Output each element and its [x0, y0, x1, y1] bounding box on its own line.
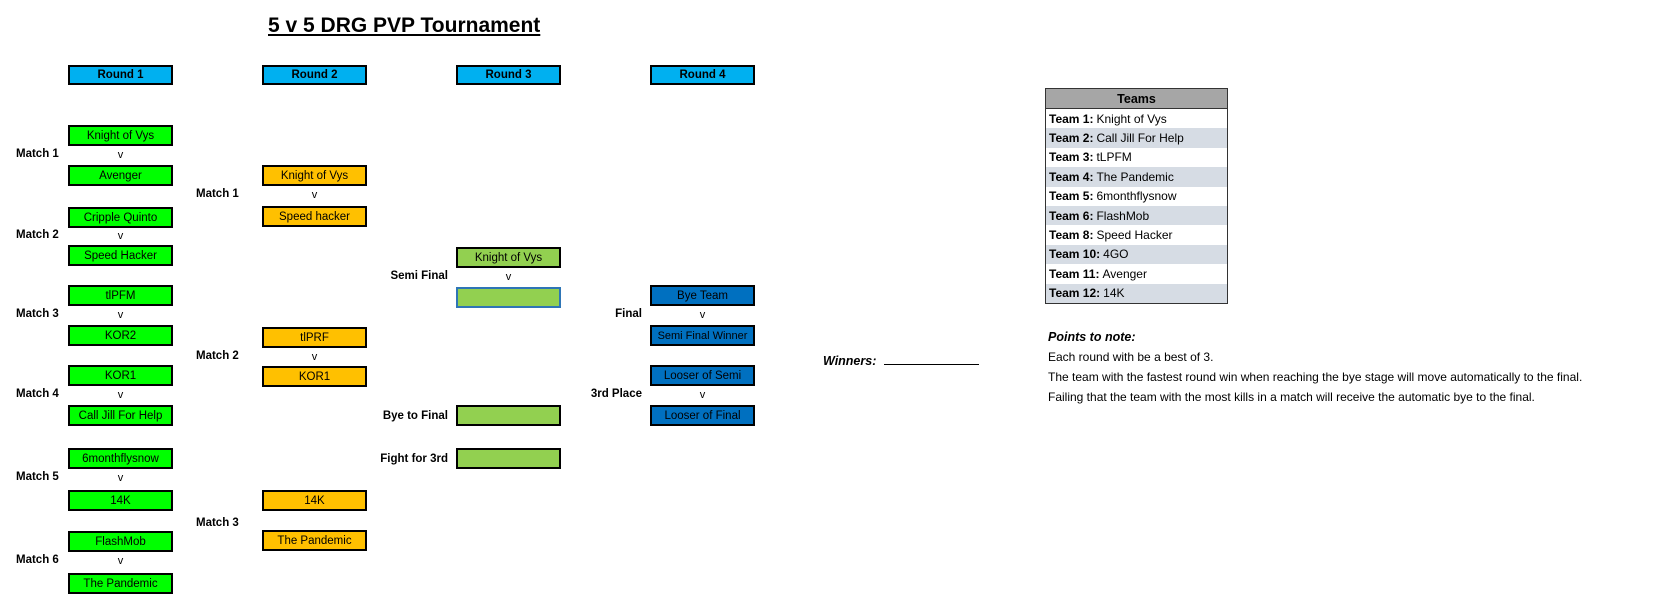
r2-match3-bottom-cell[interactable]: The Pandemic	[262, 530, 367, 551]
round-1-header[interactable]: Round 1	[68, 65, 173, 85]
r1-match4-vs: v	[117, 389, 124, 401]
r1-match6-top-cell[interactable]: FlashMob	[68, 531, 173, 552]
r1-match1-label: Match 1	[16, 148, 59, 160]
r1-match6-vs: v	[117, 555, 124, 567]
r1-match6-label: Match 6	[16, 554, 59, 566]
r1-match3-label: Match 3	[16, 308, 59, 320]
third-place-vs: v	[699, 389, 706, 401]
notes-heading: Points to note:	[1048, 330, 1136, 344]
teams-table: Teams Team 1:Knight of Vys Team 2:Call J…	[1045, 88, 1228, 304]
third-place-label: 3rd Place	[590, 388, 642, 400]
round-2-header[interactable]: Round 2	[262, 65, 367, 85]
r1-match5-top-cell[interactable]: 6monthflysnow	[68, 448, 173, 469]
r1-match4-top-cell[interactable]: KOR1	[68, 365, 173, 386]
team-row-1[interactable]: Team 1:Knight of Vys	[1049, 111, 1167, 126]
fight-for-3rd-label: Fight for 3rd	[380, 453, 448, 465]
team-row-2[interactable]: Team 2:Call Jill For Help	[1046, 128, 1227, 148]
r1-match1-top-cell[interactable]: Knight of Vys	[68, 125, 173, 146]
winners-blank-line	[884, 351, 980, 365]
bye-to-final-cell[interactable]	[456, 405, 561, 426]
r2-match2-label: Match 2	[196, 350, 239, 362]
team-row-5[interactable]: Team 5:6monthflysnow	[1049, 189, 1177, 204]
r1-match3-top-cell[interactable]: tlPFM	[68, 285, 173, 306]
r2-match1-label: Match 1	[196, 188, 239, 200]
r2-match1-top-cell[interactable]: Knight of Vys	[262, 165, 367, 186]
r1-match1-bottom-cell[interactable]: Avenger	[68, 165, 173, 186]
page-title: 5 v 5 DRG PVP Tournament	[268, 14, 541, 37]
bye-to-final-label: Bye to Final	[382, 410, 448, 422]
semi-final-vs: v	[505, 271, 512, 283]
r2-match1-vs: v	[311, 189, 318, 201]
team-row-4[interactable]: Team 4:The Pandemic	[1046, 167, 1227, 187]
r1-match5-label: Match 5	[16, 471, 59, 483]
r1-match1-vs: v	[117, 149, 124, 161]
r2-match2-vs: v	[311, 351, 318, 363]
team-row-12[interactable]: Team 12:14K	[1046, 283, 1227, 303]
r2-match2-top-cell[interactable]: tlPRF	[262, 327, 367, 348]
r1-match2-label: Match 2	[16, 229, 59, 241]
r2-match3-top-cell[interactable]: 14K	[262, 490, 367, 511]
third-place-top-cell[interactable]: Looser of Semi	[650, 365, 755, 386]
final-top-cell[interactable]: Bye Team	[650, 285, 755, 306]
r1-match2-vs: v	[117, 230, 124, 242]
r1-match3-vs: v	[117, 309, 124, 321]
r1-match3-bottom-cell[interactable]: KOR2	[68, 325, 173, 346]
fight-for-3rd-cell[interactable]	[456, 448, 561, 469]
r1-match2-bottom-cell[interactable]: Speed Hacker	[68, 245, 173, 266]
team-row-3[interactable]: Team 3:tLPFM	[1049, 150, 1132, 165]
note-line-1: Each round with be a best of 3.	[1048, 350, 1214, 364]
team-row-11[interactable]: Team 11:Avenger	[1049, 266, 1147, 281]
team-row-8[interactable]: Team 8:Speed Hacker	[1049, 228, 1173, 243]
semi-final-selected-cell[interactable]	[456, 287, 561, 308]
r1-match4-bottom-cell[interactable]: Call Jill For Help	[68, 405, 173, 426]
final-bottom-cell[interactable]: Semi Final Winner	[650, 325, 755, 346]
r1-match6-bottom-cell[interactable]: The Pandemic	[68, 573, 173, 594]
team-row-6[interactable]: Team 6:FlashMob	[1046, 205, 1227, 226]
r2-match1-bottom-cell[interactable]: Speed hacker	[262, 206, 367, 227]
r1-match2-top-cell[interactable]: Cripple Quinto	[68, 207, 173, 228]
third-place-bottom-cell[interactable]: Looser of Final	[650, 405, 755, 426]
note-line-2: The team with the fastest round win when…	[1048, 370, 1583, 384]
r1-match5-vs: v	[117, 472, 124, 484]
final-label: Final	[615, 308, 642, 320]
r1-match5-bottom-cell[interactable]: 14K	[68, 490, 173, 511]
round-4-header[interactable]: Round 4	[650, 65, 755, 85]
semi-final-top-cell[interactable]: Knight of Vys	[456, 247, 561, 268]
teams-table-header: Teams	[1046, 89, 1227, 109]
final-vs: v	[699, 309, 706, 321]
semi-final-label: Semi Final	[390, 270, 448, 282]
team-row-10[interactable]: Team 10:4GO	[1046, 244, 1227, 265]
r1-match4-label: Match 4	[16, 388, 59, 400]
note-line-3: Failing that the team with the most kill…	[1048, 390, 1535, 404]
winners-row: Winners:	[823, 351, 980, 368]
r2-match2-bottom-cell[interactable]: KOR1	[262, 366, 367, 387]
round-3-header[interactable]: Round 3	[456, 65, 561, 85]
r2-match3-label: Match 3	[196, 517, 239, 529]
winners-label: Winners:	[823, 354, 877, 368]
